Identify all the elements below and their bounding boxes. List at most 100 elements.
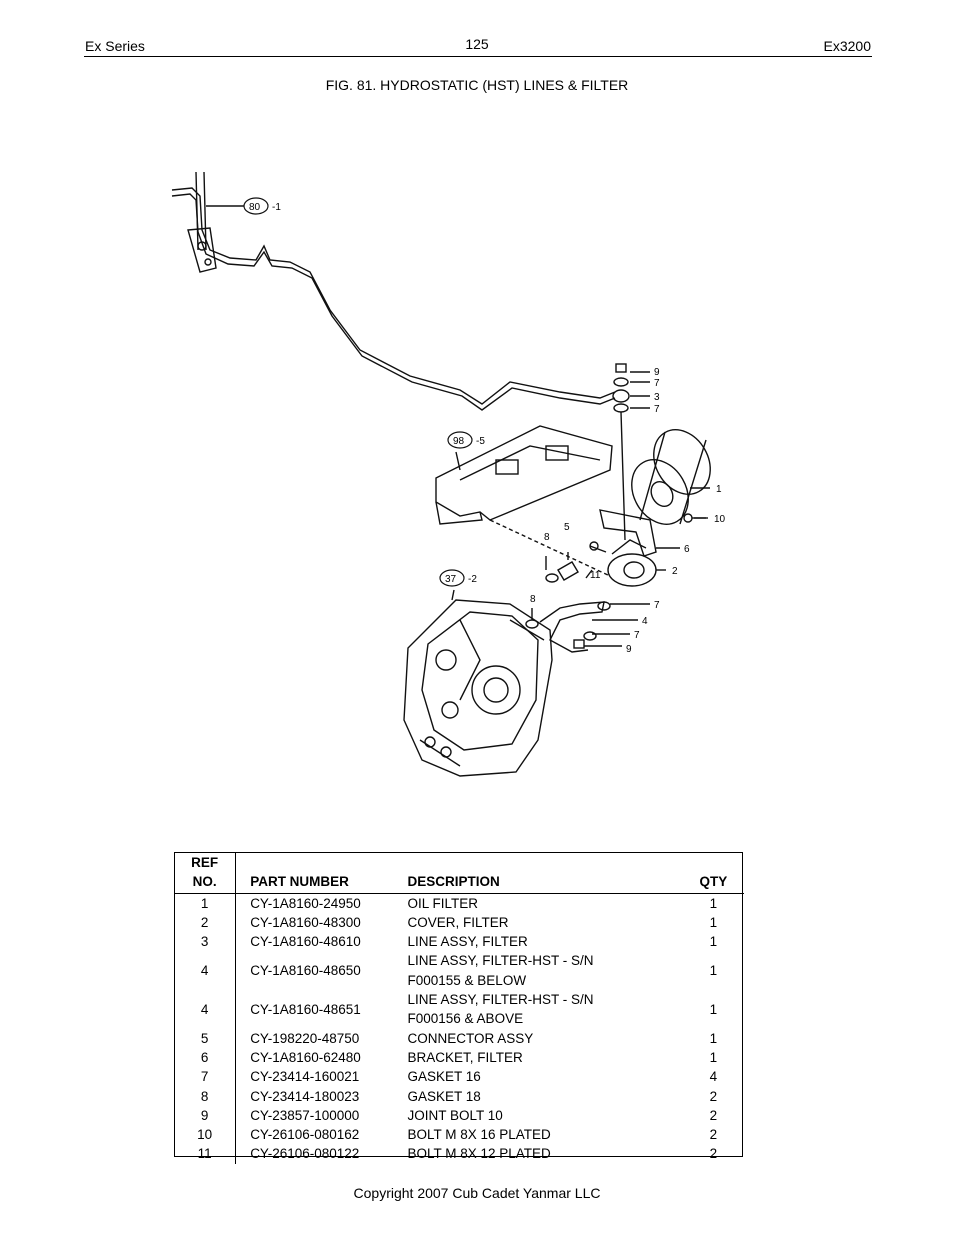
cell-ref: 7 xyxy=(174,1067,237,1087)
ref-6: 6 xyxy=(684,544,690,555)
page-number: 125 xyxy=(465,36,489,52)
cell-part-number: CY-1A8160-48651 xyxy=(250,1001,361,1017)
cell-description: BRACKET, FILTER xyxy=(408,1048,683,1067)
ref-10: 10 xyxy=(714,514,726,525)
cell-part-number: CY-23414-180023 xyxy=(250,1088,360,1104)
ref-7-c: 7 xyxy=(654,600,660,611)
cell-description: BOLT M 8X 12 PLATED xyxy=(408,1144,683,1163)
cell-qty: 1 xyxy=(709,1049,718,1065)
cell-ref: 3 xyxy=(174,932,237,952)
description-line: BOLT M 8X 16 PLATED xyxy=(407,1127,551,1143)
cell-ref: 6 xyxy=(174,1047,237,1068)
cell-qty: 2 xyxy=(709,1146,718,1162)
callout-37: 37 xyxy=(445,574,457,585)
ref-5: 5 xyxy=(564,522,570,533)
cell-ref: 4 xyxy=(174,951,237,991)
ref-4: 4 xyxy=(642,616,648,627)
cell-qty: 1 xyxy=(709,963,718,979)
filter-cover xyxy=(607,553,657,587)
cell-ref: 1 xyxy=(174,893,237,913)
ref-7-d: 7 xyxy=(634,630,640,641)
description-line: BOLT M 8X 12 PLATED xyxy=(407,1146,551,1162)
callout-37-sheet: -2 xyxy=(468,574,477,585)
cell-ref: 8 xyxy=(174,1086,237,1106)
copyright: Copyright 2007 Cub Cadet Yanmar LLC xyxy=(353,1185,601,1201)
header-model: Ex3200 xyxy=(823,38,871,54)
cell-description: BOLT M 8X 16 PLATED xyxy=(408,1125,683,1144)
cell-part-number: CY-23414-160021 xyxy=(250,1069,360,1085)
cell-description: COVER, FILTER xyxy=(408,913,683,932)
oil-filter xyxy=(631,429,711,525)
col-desc-header: DESCRIPTION xyxy=(407,874,500,890)
description-line: LINE ASSY, FILTER-HST - S/N xyxy=(407,953,594,969)
description-line: CONNECTOR ASSY xyxy=(407,1030,534,1046)
table-row: 2 CY-1A8160-48300 COVER, FILTER 1 xyxy=(174,912,744,933)
cell-part-number: CY-1A8160-48300 xyxy=(250,914,361,930)
cell-part-number: CY-26106-080122 xyxy=(250,1146,360,1162)
figure-title: FIG. 81. HYDROSTATIC (HST) LINES & FILTE… xyxy=(325,77,629,93)
cell-description: GASKET 18 xyxy=(408,1087,683,1106)
col-ref-header-bottom: NO. xyxy=(192,874,217,890)
cell-description: CONNECTOR ASSY xyxy=(408,1029,683,1048)
cell-description: GASKET 16 xyxy=(408,1067,683,1086)
ref-7-b: 7 xyxy=(654,404,660,415)
cell-part-number: CY-26106-080162 xyxy=(250,1127,360,1143)
table-row: 11 CY-26106-080122 BOLT M 8X 12 PLATED 2 xyxy=(174,1144,744,1164)
hst-line xyxy=(171,187,616,405)
ref-8-b: 8 xyxy=(530,594,536,605)
cell-qty: 4 xyxy=(709,1069,718,1085)
cell-qty: 1 xyxy=(709,1001,718,1017)
table-row: 4 CY-1A8160-48650 LINE ASSY, FILTER-HST - … xyxy=(174,951,744,991)
cell-ref: 5 xyxy=(174,1028,237,1048)
cell-part-number: CY-23857-100000 xyxy=(250,1107,360,1123)
cell-part-number: CY-1A8160-48650 xyxy=(250,963,361,979)
description-line: GASKET 16 xyxy=(407,1069,481,1085)
ref-7-a: 7 xyxy=(654,378,660,389)
description-line: COVER, FILTER xyxy=(407,914,509,930)
description-line: LINE ASSY, FILTER xyxy=(407,934,528,950)
cell-qty: 2 xyxy=(709,1127,718,1143)
ref-11: 11 xyxy=(590,570,601,581)
col-ref-header-top: REF xyxy=(191,855,219,870)
cell-description: LINE ASSY, FILTER-HST - S/N F000156 & ABO… xyxy=(408,990,683,1029)
hose-left xyxy=(195,171,207,251)
header-rule xyxy=(84,56,872,57)
description-line: F000156 & ABOVE xyxy=(407,1011,524,1027)
cell-part-number: CY-1A8160-24950 xyxy=(250,895,361,911)
lower-line xyxy=(539,601,605,653)
cell-qty: 1 xyxy=(709,895,718,911)
table-row: 4 CY-1A8160-48651 LINE ASSY, FILTER-HST - … xyxy=(174,990,744,1029)
cell-description: JOINT BOLT 10 xyxy=(408,1106,683,1125)
callout-80-sheet: -1 xyxy=(272,202,281,213)
ref-9-bottom: 9 xyxy=(626,644,632,655)
table-header-row: REF NO. PART NUMBER DESCRIPTION QTY xyxy=(174,852,744,894)
cell-part-number: CY-198220-48750 xyxy=(250,1030,360,1046)
ref-8-a: 8 xyxy=(544,532,550,543)
description-line: JOINT BOLT 10 xyxy=(407,1107,503,1123)
cell-qty: 1 xyxy=(709,914,718,930)
parts-diagram: 80 -1 98 -5 37 -2 9 7 3 7 1 10 6 2 5 8 1… xyxy=(171,171,726,777)
cell-ref: 11 xyxy=(174,1144,237,1164)
cell-description: LINE ASSY, FILTER xyxy=(408,932,683,951)
cell-ref: 4 xyxy=(174,990,237,1029)
cell-ref: 2 xyxy=(174,912,237,933)
description-line: LINE ASSY, FILTER-HST - S/N xyxy=(407,992,594,1008)
header-series: Ex Series xyxy=(85,38,145,54)
ref-2: 2 xyxy=(672,566,678,577)
cell-description: OIL FILTER xyxy=(408,893,683,913)
col-ref-header: REF NO. xyxy=(174,852,237,894)
table-row: 1 CY-1A8160-24950 OIL FILTER 1 xyxy=(174,893,744,913)
col-part-header: PART NUMBER xyxy=(250,874,349,890)
callout-80: 80 xyxy=(249,202,261,213)
cell-qty: 2 xyxy=(709,1107,718,1123)
description-line: GASKET 18 xyxy=(407,1088,481,1104)
cell-qty: 1 xyxy=(709,934,718,950)
